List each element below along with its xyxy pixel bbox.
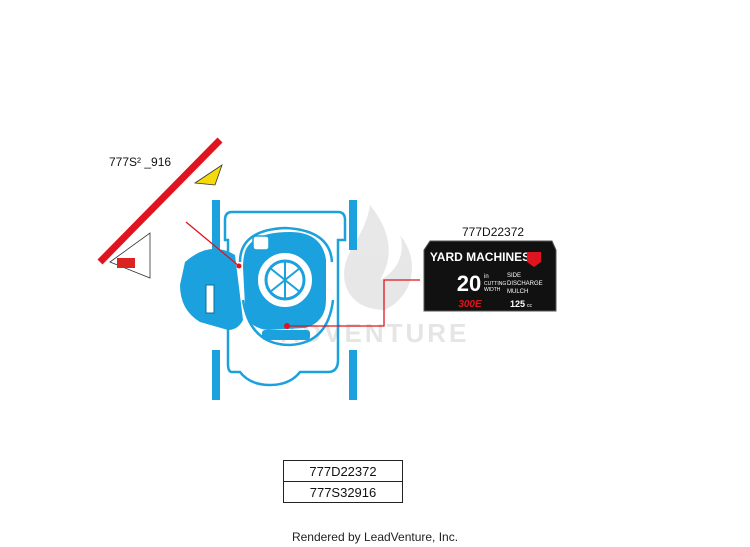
handle-warning-tag-bottom bbox=[109, 232, 151, 279]
table-row: 777D22372 bbox=[283, 460, 403, 482]
leader-handle-dot bbox=[236, 263, 242, 269]
wheel-front-right bbox=[349, 200, 357, 250]
footer-credit: Rendered by LeadVenture, Inc. bbox=[291, 530, 459, 544]
decal-engine-cc: 125 bbox=[510, 299, 525, 309]
wheel-rear-left bbox=[212, 350, 220, 400]
decal-body bbox=[423, 240, 557, 312]
engine-tank bbox=[252, 235, 270, 251]
watermark-flame-icon bbox=[344, 205, 412, 310]
decal-engine-unit: cc bbox=[527, 303, 533, 309]
deck-inner-arc bbox=[238, 226, 334, 263]
table-cell: 777S32916 bbox=[283, 481, 403, 503]
decal-cutting: CUTTING bbox=[484, 281, 506, 287]
table-row: 777S32916 bbox=[283, 481, 403, 503]
parts-table: 777D22372 777S32916 bbox=[283, 460, 403, 503]
leader-engine bbox=[287, 279, 420, 327]
wheel-front-left bbox=[212, 200, 220, 250]
mower-deck bbox=[212, 200, 357, 400]
handle-red-strip bbox=[97, 137, 223, 265]
yard-machines-decal: YARD MACHINES 20 in CUTTING WIDTH SIDE D… bbox=[423, 240, 557, 312]
callout-decal-left: 777S² _916 bbox=[109, 155, 172, 169]
wheel-rear-right bbox=[349, 350, 357, 400]
decal-brand: YARD MACHINES bbox=[430, 250, 530, 264]
handle-warning-tag-top bbox=[193, 164, 223, 186]
engine-flywheel-fins bbox=[269, 261, 301, 299]
decal-shield-icon bbox=[527, 252, 541, 267]
leader-handle bbox=[185, 221, 240, 267]
chute-hinge bbox=[205, 284, 215, 314]
decal-mulch: MULCH bbox=[507, 289, 528, 295]
engine bbox=[243, 232, 326, 340]
decal-size-suffix: in bbox=[484, 274, 489, 280]
decal-discharge: DISCHARGE bbox=[507, 281, 543, 287]
engine-base bbox=[262, 330, 310, 340]
callout-decal-right: 777D22372 bbox=[462, 225, 525, 239]
deck-outline bbox=[223, 210, 347, 387]
deck-inner-arc-2 bbox=[241, 299, 335, 347]
decal-side: SIDE bbox=[507, 273, 521, 279]
table-cell: 777D22372 bbox=[283, 460, 403, 482]
decal-engine: 300E bbox=[458, 299, 482, 310]
handle-warning-tag-text bbox=[117, 258, 135, 268]
decal-width: WIDTH bbox=[484, 287, 501, 293]
decal-size: 20 bbox=[457, 271, 481, 296]
handle-decal bbox=[97, 137, 223, 279]
leader-lines bbox=[185, 221, 420, 327]
